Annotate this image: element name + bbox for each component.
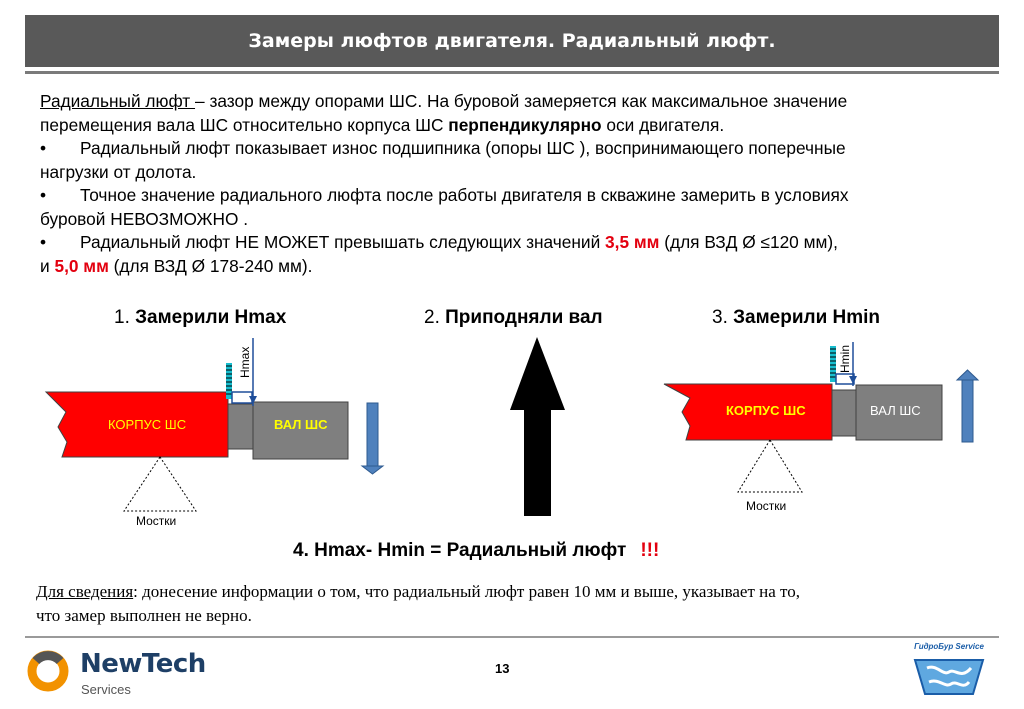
definition-term: Радиальный люфт	[40, 91, 196, 111]
bullet-3: •Радиальный люфт НЕ МОЖЕТ превышать след…	[40, 231, 1024, 255]
bullet-mark: •	[40, 185, 47, 205]
partner-logo-text: ГидроБур Service	[914, 642, 984, 651]
definition-line-1: Радиальный люфт – зазор между опорами ШС…	[40, 91, 848, 111]
partner-logo-emblem	[913, 659, 985, 695]
support-stand	[737, 439, 803, 493]
title-divider	[25, 71, 999, 74]
ruler-bar	[830, 346, 836, 382]
up-arrow-head	[955, 369, 980, 381]
shaft-neck	[831, 389, 857, 437]
bullet-2: •Точное значение радиального люфта после…	[40, 184, 1024, 208]
footer-divider	[25, 636, 999, 638]
housing-body	[44, 391, 229, 458]
bullet-1: •Радиальный люфт показывает износ подшип…	[40, 137, 1024, 161]
newtech-logo-icon	[27, 650, 69, 692]
partner-logo: ГидроБур Service	[905, 640, 993, 702]
support-stand	[123, 456, 197, 512]
housing-label: КОРПУС ШС	[726, 403, 806, 418]
formula-exclamation: !!!	[640, 540, 660, 561]
slide-title-bar: Замеры люфтов двигателя. Радиальный люфт…	[25, 15, 999, 67]
shaft-label: ВАЛ ШС	[274, 417, 328, 432]
housing-label: КОРПУС ШС	[108, 417, 186, 432]
hmax-label: Hmax	[238, 347, 252, 378]
down-arrow-head	[360, 465, 385, 475]
big-up-arrow	[510, 337, 565, 516]
formula: 4. Hmax- Hmin = Радиальный люфт!!!	[293, 540, 660, 561]
support-label: Мостки	[746, 499, 786, 513]
hmin-measure-arrowhead	[849, 376, 857, 384]
bullet-mark: •	[40, 138, 47, 158]
hmax-measure-arrowhead	[249, 396, 257, 404]
limit-value-large: 5,0 мм	[54, 255, 109, 276]
diagram-hmin: Hmin КОРПУС ШС ВАЛ ШС Мостки	[663, 342, 980, 513]
down-arrow-shaft	[366, 402, 379, 467]
page-number: 13	[495, 661, 510, 676]
diagram-hmax: Hmax КОРПУС ШС ВАЛ ШС Мостки	[44, 338, 385, 528]
step-2-label: 2. Приподняли вал	[424, 307, 603, 328]
note-term: Для сведения	[36, 582, 134, 601]
shaft-label: ВАЛ ШС	[870, 403, 921, 418]
logo-name: NewTech	[80, 649, 206, 679]
definition-line-2: перемещения вала ШС относительно корпуса…	[40, 114, 725, 135]
gauge-bracket	[231, 391, 253, 404]
newtech-logo: NewTech Services	[24, 645, 214, 703]
bullet-mark: •	[40, 232, 47, 252]
note: Для сведения: донесение информации о том…	[36, 582, 800, 625]
shaft-body	[252, 401, 349, 460]
support-label: Мостки	[136, 514, 176, 528]
hmin-label: Hmin	[838, 345, 852, 373]
bullet-1-cont: нагрузки от долота.	[40, 161, 197, 182]
up-arrow-shaft	[961, 379, 974, 443]
bullet-2-cont: буровой НЕВОЗМОЖНО .	[40, 208, 249, 229]
shaft-neck	[227, 403, 254, 450]
lift-arrow	[510, 337, 565, 516]
ruler-bar	[226, 363, 232, 399]
limit-value-small: 3,5 мм	[605, 232, 660, 252]
step-3-label: 3. Замерили Hmin	[712, 307, 881, 328]
slide-title: Замеры люфтов двигателя. Радиальный люфт…	[248, 30, 776, 52]
bullet-3-cont: и 5,0 мм (для ВЗД Ø 178-240 мм).	[40, 255, 313, 276]
shaft-body	[855, 384, 943, 441]
logo-subtitle: Services	[81, 682, 131, 697]
body-text: Радиальный люфт – зазор между опорами ШС…	[40, 90, 1024, 278]
ruler-ticks	[226, 365, 232, 395]
step-1-label: 1. Замерили Hmax	[114, 307, 287, 328]
ruler-ticks	[830, 348, 836, 378]
